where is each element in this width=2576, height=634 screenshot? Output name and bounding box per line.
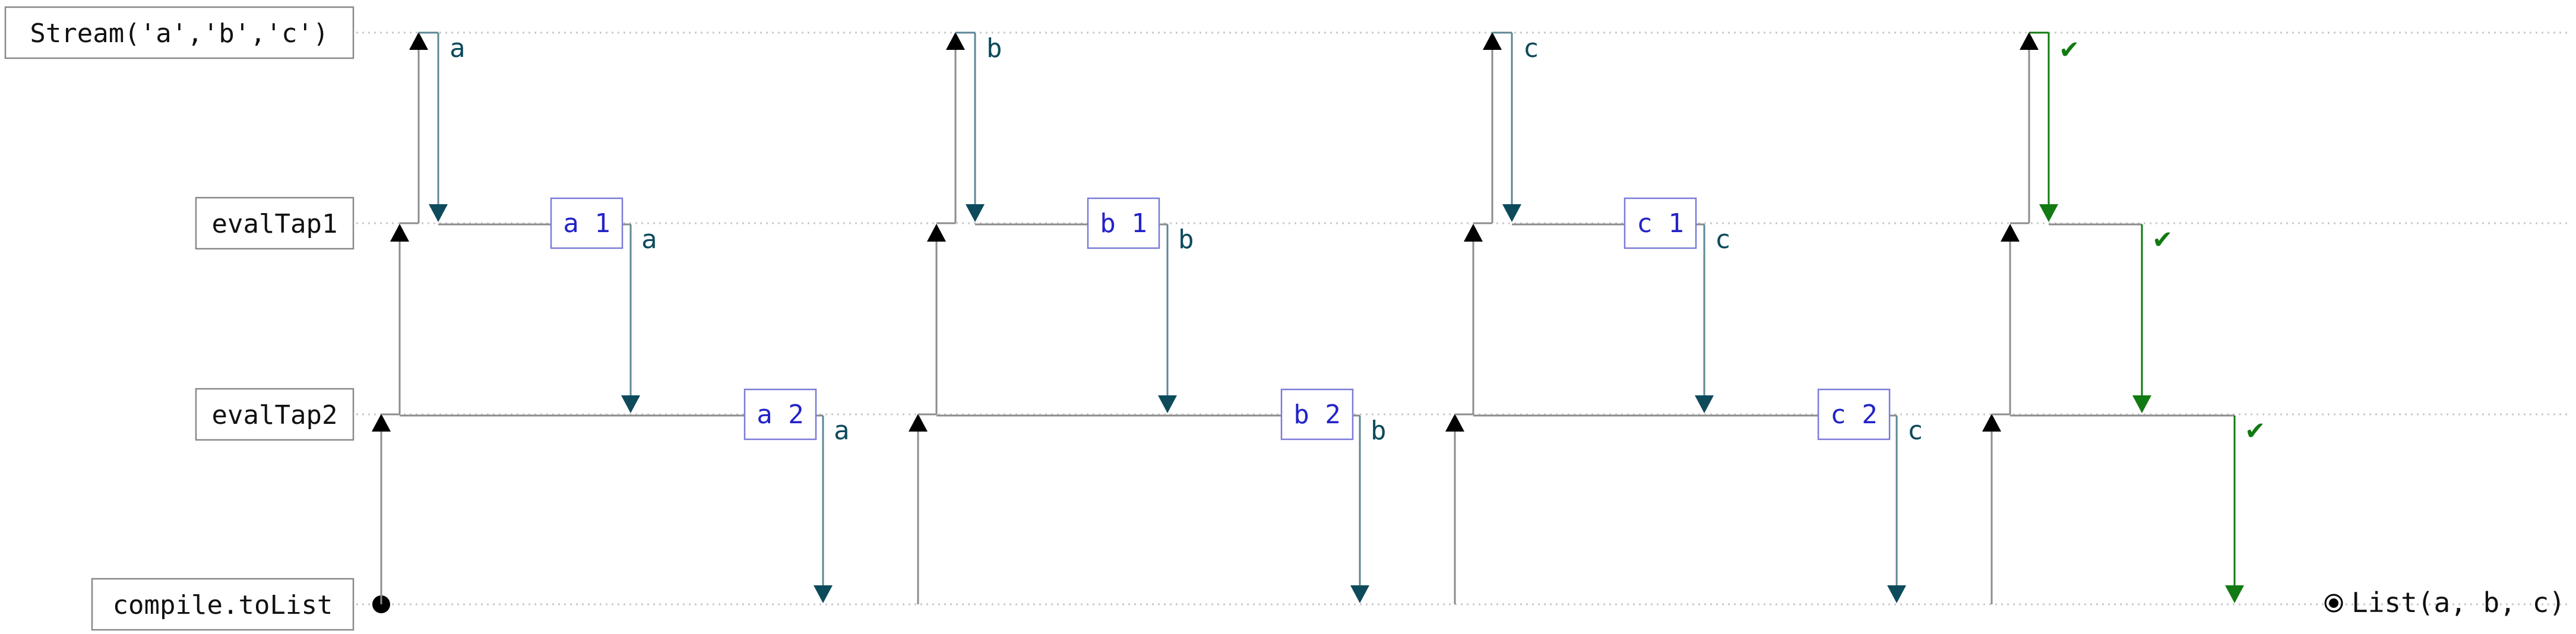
result-output: List(a, b, c) xyxy=(2324,587,2565,619)
lane-label-box xyxy=(4,6,355,59)
cycle-2-tap1-forward-arrow xyxy=(1695,395,1714,413)
cycle-2-tap1-label: c 1 xyxy=(1637,208,1683,239)
complete-tap1-forward-arrow xyxy=(2132,395,2151,413)
cycle-0-toList-request-arrow xyxy=(372,414,391,432)
signal-flows: a a 1 a a 2 a b b 1 b b 2 b c c 1 c c 2 c ✔ ✔ ✔ xyxy=(372,31,2265,613)
cycle-0-tap2-request-arrow xyxy=(390,224,409,242)
cycle-2-emit-arrow xyxy=(1502,204,1521,222)
cycle-0-tap1-forward-arrow xyxy=(621,395,640,413)
lane-lines xyxy=(356,31,2571,606)
complete-tap2-forward-arrow xyxy=(2225,585,2244,603)
lane-label: compile.toList xyxy=(113,590,333,620)
cycle-2-tap1-label-box xyxy=(1624,197,1697,249)
cycle-1-tap1-label-box xyxy=(1087,197,1160,249)
result-dot-icon xyxy=(2329,598,2338,608)
cycle-2-tap1-forward-label: c xyxy=(1715,224,1731,255)
cycle-0-tap2-label-box xyxy=(743,388,817,440)
cycle-1-tap2-request-arrow xyxy=(927,224,946,242)
cycle-2-toList-request-arrow xyxy=(1445,414,1464,432)
cycle-2-tap1-request-arrow xyxy=(1483,32,1502,50)
cycle-1-tap2-label: b 2 xyxy=(1293,400,1340,430)
cycle-0-tap2-forward-label: a xyxy=(834,416,850,446)
cycle-0-tap2-label: a 2 xyxy=(757,400,803,430)
cycle-2-tap2-forward-arrow xyxy=(1887,585,1906,603)
cycle-0-tap1-request-arrow xyxy=(409,32,428,50)
cycle-1-tap1-request-arrow xyxy=(946,32,965,50)
cycle-1-tap2-forward-arrow xyxy=(1350,585,1369,603)
lane-labels: Stream('a','b','c') evalTap1 evalTap2 compi… xyxy=(4,6,355,631)
cycle-2-tap2-label-box xyxy=(1817,388,1891,440)
cycle-0-tap1-label: a 1 xyxy=(563,208,610,239)
lane-label-box xyxy=(195,196,355,250)
complete-tap1-request-arrow xyxy=(2020,32,2039,50)
lane-label: Stream('a','b','c') xyxy=(30,18,328,49)
lane-label: evalTap2 xyxy=(212,400,338,430)
cycle-0-tap2-forward-arrow xyxy=(814,585,833,603)
cycle-2-tap2-request-arrow xyxy=(1464,224,1483,242)
cycle-0-emit-label: a xyxy=(450,33,466,64)
lane-label: evalTap1 xyxy=(212,209,338,239)
complete-emit-check-icon: ✔ xyxy=(2059,35,2080,64)
cycle-1-toList-request-arrow xyxy=(909,414,928,432)
complete-tap2-check-icon: ✔ xyxy=(2245,416,2265,445)
cycle-2-emit-label: c xyxy=(1523,33,1539,64)
cycle-2-tap2-label: c 2 xyxy=(1830,400,1877,430)
complete-tap1-check-icon: ✔ xyxy=(2152,225,2173,254)
cycle-2-tap2-forward-label: c xyxy=(1907,416,1923,446)
cycle-1-emit-arrow xyxy=(966,204,985,222)
cycle-1-tap2-label-box xyxy=(1280,388,1354,440)
complete-tap2-request-arrow xyxy=(2001,224,2020,242)
cycle-1-emit-label: b xyxy=(986,33,1002,64)
cycle-0-tap1-label-box xyxy=(550,197,624,249)
cycle-1-tap1-label: b 1 xyxy=(1100,208,1147,239)
complete-toList-request-arrow xyxy=(1982,414,2001,432)
lane-label-box xyxy=(91,578,355,631)
cycle-0-emit-arrow xyxy=(429,204,448,222)
cycle-1-tap1-forward-label: b xyxy=(1178,224,1194,255)
lane-label-box xyxy=(195,388,355,441)
complete-emit-arrow xyxy=(2039,204,2058,222)
cycle-1-tap1-forward-arrow xyxy=(1158,395,1177,413)
result-dot-icon-ring xyxy=(2324,594,2343,613)
cycle-1-tap2-forward-label: b xyxy=(1371,416,1387,446)
result-text: List(a, b, c) xyxy=(2352,587,2565,619)
cycle-0-tap1-forward-label: a xyxy=(641,224,657,255)
